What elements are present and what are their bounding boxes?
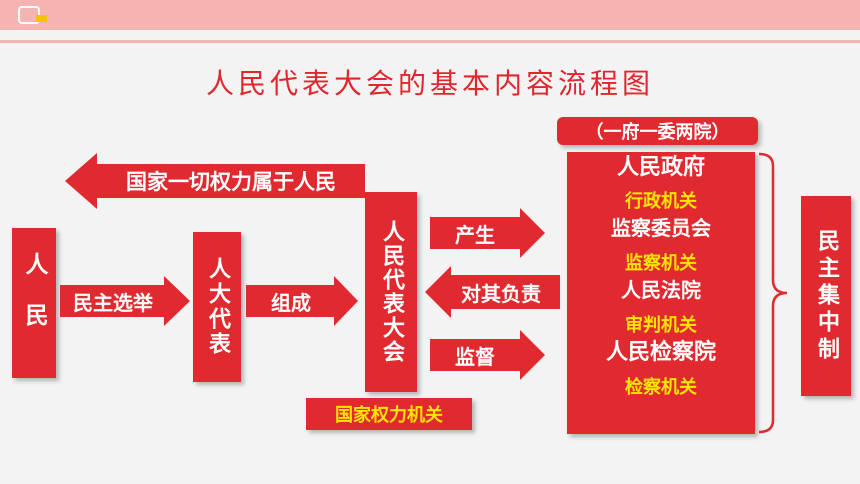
npc-note-box: 国家权力机关 [306, 398, 472, 430]
produce-arrow [430, 208, 545, 258]
organ-name-court: 人民法院 [621, 278, 701, 302]
organ-name-government: 人民政府 [616, 155, 705, 180]
principle-box: 民主集中制 [801, 196, 851, 396]
organ-role-supervisory: 监察机关 [625, 253, 697, 274]
npc-label: 人民代表大会 [379, 220, 404, 364]
people-box: 人民 [12, 228, 56, 378]
organ-role-judicial: 审判机关 [625, 315, 697, 336]
principle-label: 民主集中制 [814, 228, 839, 364]
top-divider [0, 40, 860, 43]
election-label: 民主选举 [73, 290, 153, 315]
organ-role-procuratorial: 检察机关 [625, 377, 697, 398]
supervise-arrow [430, 330, 545, 380]
deputies-box: 人大代表 [193, 232, 241, 382]
all-power-label: 国家一切权力属于人民 [126, 170, 336, 194]
election-arrow [60, 276, 190, 326]
supervise-label: 监督 [455, 344, 495, 369]
produce-label: 产生 [455, 222, 495, 247]
compose-label: 组成 [271, 290, 311, 315]
organ-role-executive: 行政机关 [625, 191, 697, 212]
compose-arrow [246, 276, 358, 326]
npc-box: 人民代表大会 [365, 192, 417, 392]
slide-logo-icon [18, 6, 47, 24]
top-bar [0, 0, 860, 30]
all-power-arrow [65, 153, 365, 209]
people-label: 人民 [21, 252, 47, 354]
organs-header-label: （一府一委两院） [585, 122, 730, 143]
organ-name-supervisory-commission: 监察委员会 [611, 216, 711, 240]
responsible-label: 对其负责 [461, 281, 541, 306]
organs-header-box: （一府一委两院） [557, 117, 758, 145]
organs-box: 人民政府 行政机关 监察委员会 监察机关 人民法院 审判机关 人民检察院 检察机… [567, 152, 755, 434]
deputies-label: 人大代表 [205, 257, 230, 357]
responsible-arrow [425, 266, 560, 318]
organ-name-procuratorate: 人民检察院 [605, 340, 716, 365]
right-brace [758, 152, 788, 434]
page-title: 人民代表大会的基本内容流程图 [205, 67, 654, 100]
npc-note-label: 国家权力机关 [335, 405, 443, 426]
